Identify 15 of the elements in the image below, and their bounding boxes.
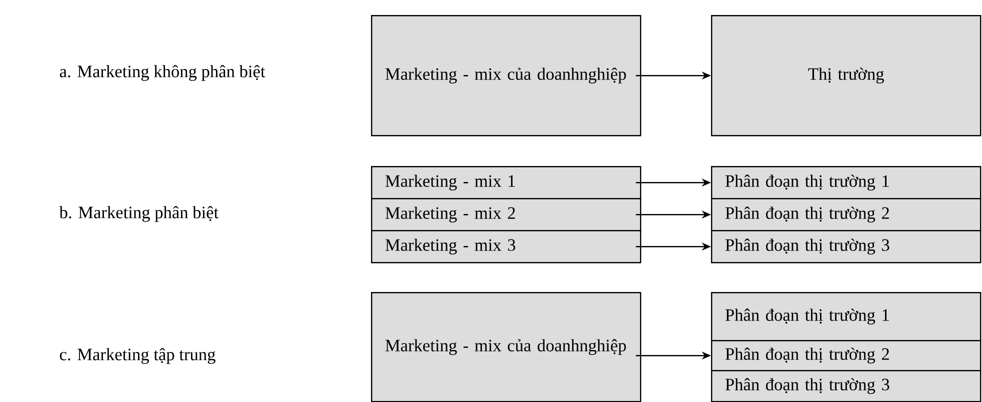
box: Phân đoạn thị trường 3 [711,370,982,402]
row-label: c. Marketing tập trung [60,348,216,364]
box: Phân đoạn thị trường 2 [711,340,982,372]
row-label: b. Marketing phân biệt [59,206,218,222]
box: Phân đoạn thị trường 2 [711,198,982,232]
box: Thị trường [711,15,982,136]
box: Phân đoạn thị trường 1 [711,292,982,342]
box: Phân đoạn thị trường 3 [711,230,982,264]
box: Phân đoạn thị trường 1 [711,166,982,200]
row-label: a. Marketing không phân biệt [60,65,266,81]
box: Marketing - mix 1 [371,166,642,200]
box: Marketing - mix của doanhnghiệp [371,15,642,136]
box: Marketing - mix 2 [371,198,642,232]
box: Marketing - mix của doanhnghiệp [371,292,642,402]
box: Marketing - mix 3 [371,230,642,264]
